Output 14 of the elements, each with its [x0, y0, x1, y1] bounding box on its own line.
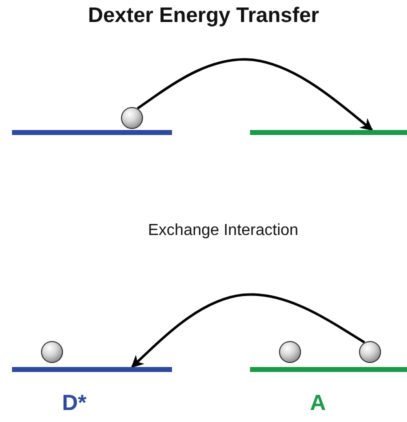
level-label: D* [62, 390, 86, 416]
electron-sphere [359, 341, 381, 363]
electron-sphere [41, 341, 63, 363]
level-label: A [310, 390, 326, 416]
curved-arrow [136, 58, 373, 131]
energy-level-bar [250, 367, 407, 372]
curved-arrow [131, 293, 366, 368]
energy-level-bar [250, 130, 407, 135]
annotation-text: Exchange Interaction [148, 222, 298, 240]
energy-level-bar [12, 130, 172, 135]
title: Dexter Energy Transfer [86, 4, 320, 28]
energy-level-bar [12, 367, 172, 372]
electron-sphere [279, 341, 301, 363]
electron-sphere [121, 107, 143, 129]
